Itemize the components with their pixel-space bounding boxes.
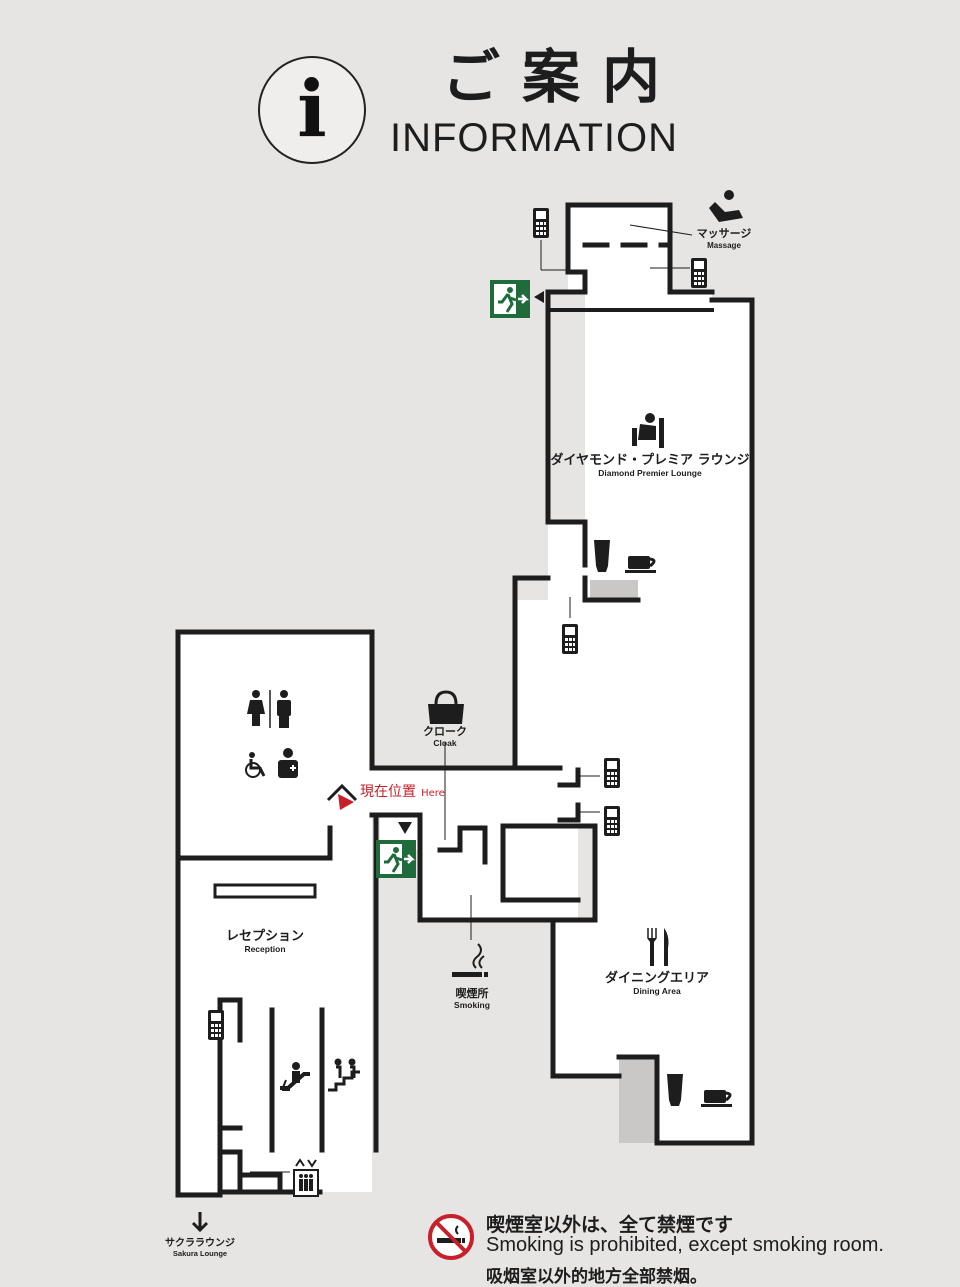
phone-booth-icon bbox=[691, 258, 707, 288]
phone-booth-icon bbox=[533, 208, 549, 238]
escalator-icon bbox=[280, 1062, 310, 1091]
emergency-exit-icon bbox=[374, 838, 418, 880]
accessible-icon bbox=[245, 752, 266, 778]
phone-booth-icon bbox=[604, 806, 620, 836]
drink-glass-icon bbox=[594, 540, 610, 572]
exit-arrow-icon bbox=[398, 822, 412, 834]
lounge-chair-icon bbox=[632, 413, 664, 448]
info-icon: i bbox=[258, 56, 366, 164]
restroom-icon bbox=[247, 690, 291, 728]
coffee-cup-icon bbox=[623, 554, 658, 575]
dining-cutlery-icon bbox=[647, 928, 669, 966]
leader-lines bbox=[250, 224, 693, 1173]
no-smoking-notice-ja: 喫煙室以外は、全て禁煙です bbox=[486, 1214, 734, 1236]
no-smoking-icon bbox=[428, 1214, 474, 1260]
exit-arrow-icon bbox=[534, 291, 544, 303]
current-location-icon bbox=[326, 783, 358, 810]
phone-booth-icon bbox=[208, 1010, 224, 1040]
info-glyph: i bbox=[297, 64, 327, 155]
massage-chair-icon bbox=[709, 190, 743, 222]
floor-area bbox=[178, 205, 752, 1192]
label-reception: レセプション Reception bbox=[225, 929, 305, 954]
smoking-icon bbox=[452, 943, 488, 977]
down-arrow-icon bbox=[191, 1212, 209, 1233]
phone-booth-icon bbox=[604, 758, 620, 788]
nursing-room-icon bbox=[278, 748, 298, 778]
label-dining-area: ダイニングエリア Dining Area bbox=[604, 971, 710, 996]
label-diamond-premier-lounge: ダイヤモンド・プレミア ラウンジ Diamond Premier Lounge bbox=[550, 453, 750, 478]
counter-niche bbox=[590, 580, 638, 600]
counter-niche bbox=[619, 1057, 657, 1143]
title-japanese: ご案内 bbox=[442, 43, 683, 111]
label-sakura-lounge: サクララウンジ Sakura Lounge bbox=[165, 1238, 235, 1258]
label-here: 現在位置 Here bbox=[360, 784, 445, 800]
emergency-exit-icon bbox=[488, 278, 532, 320]
no-smoking-notice-zh: 吸烟室以外的地方全部禁烟。 bbox=[486, 1267, 707, 1287]
label-smoking: 喫煙所 Smoking bbox=[454, 987, 490, 1010]
drink-glass-icon bbox=[667, 1074, 683, 1106]
title-english: INFORMATION bbox=[390, 116, 679, 160]
coffee-cup-icon bbox=[699, 1088, 734, 1109]
label-massage: マッサージ Massage bbox=[696, 227, 752, 250]
no-smoking-notice-en: Smoking is prohibited, except smoking ro… bbox=[486, 1234, 884, 1256]
label-cloak: クローク Cloak bbox=[423, 725, 467, 748]
walls bbox=[175, 202, 755, 1198]
phone-booth-icon bbox=[562, 624, 578, 654]
elevator-icon bbox=[293, 1158, 319, 1197]
stairs-icon bbox=[328, 1058, 360, 1092]
cloak-bag-icon bbox=[428, 690, 464, 724]
